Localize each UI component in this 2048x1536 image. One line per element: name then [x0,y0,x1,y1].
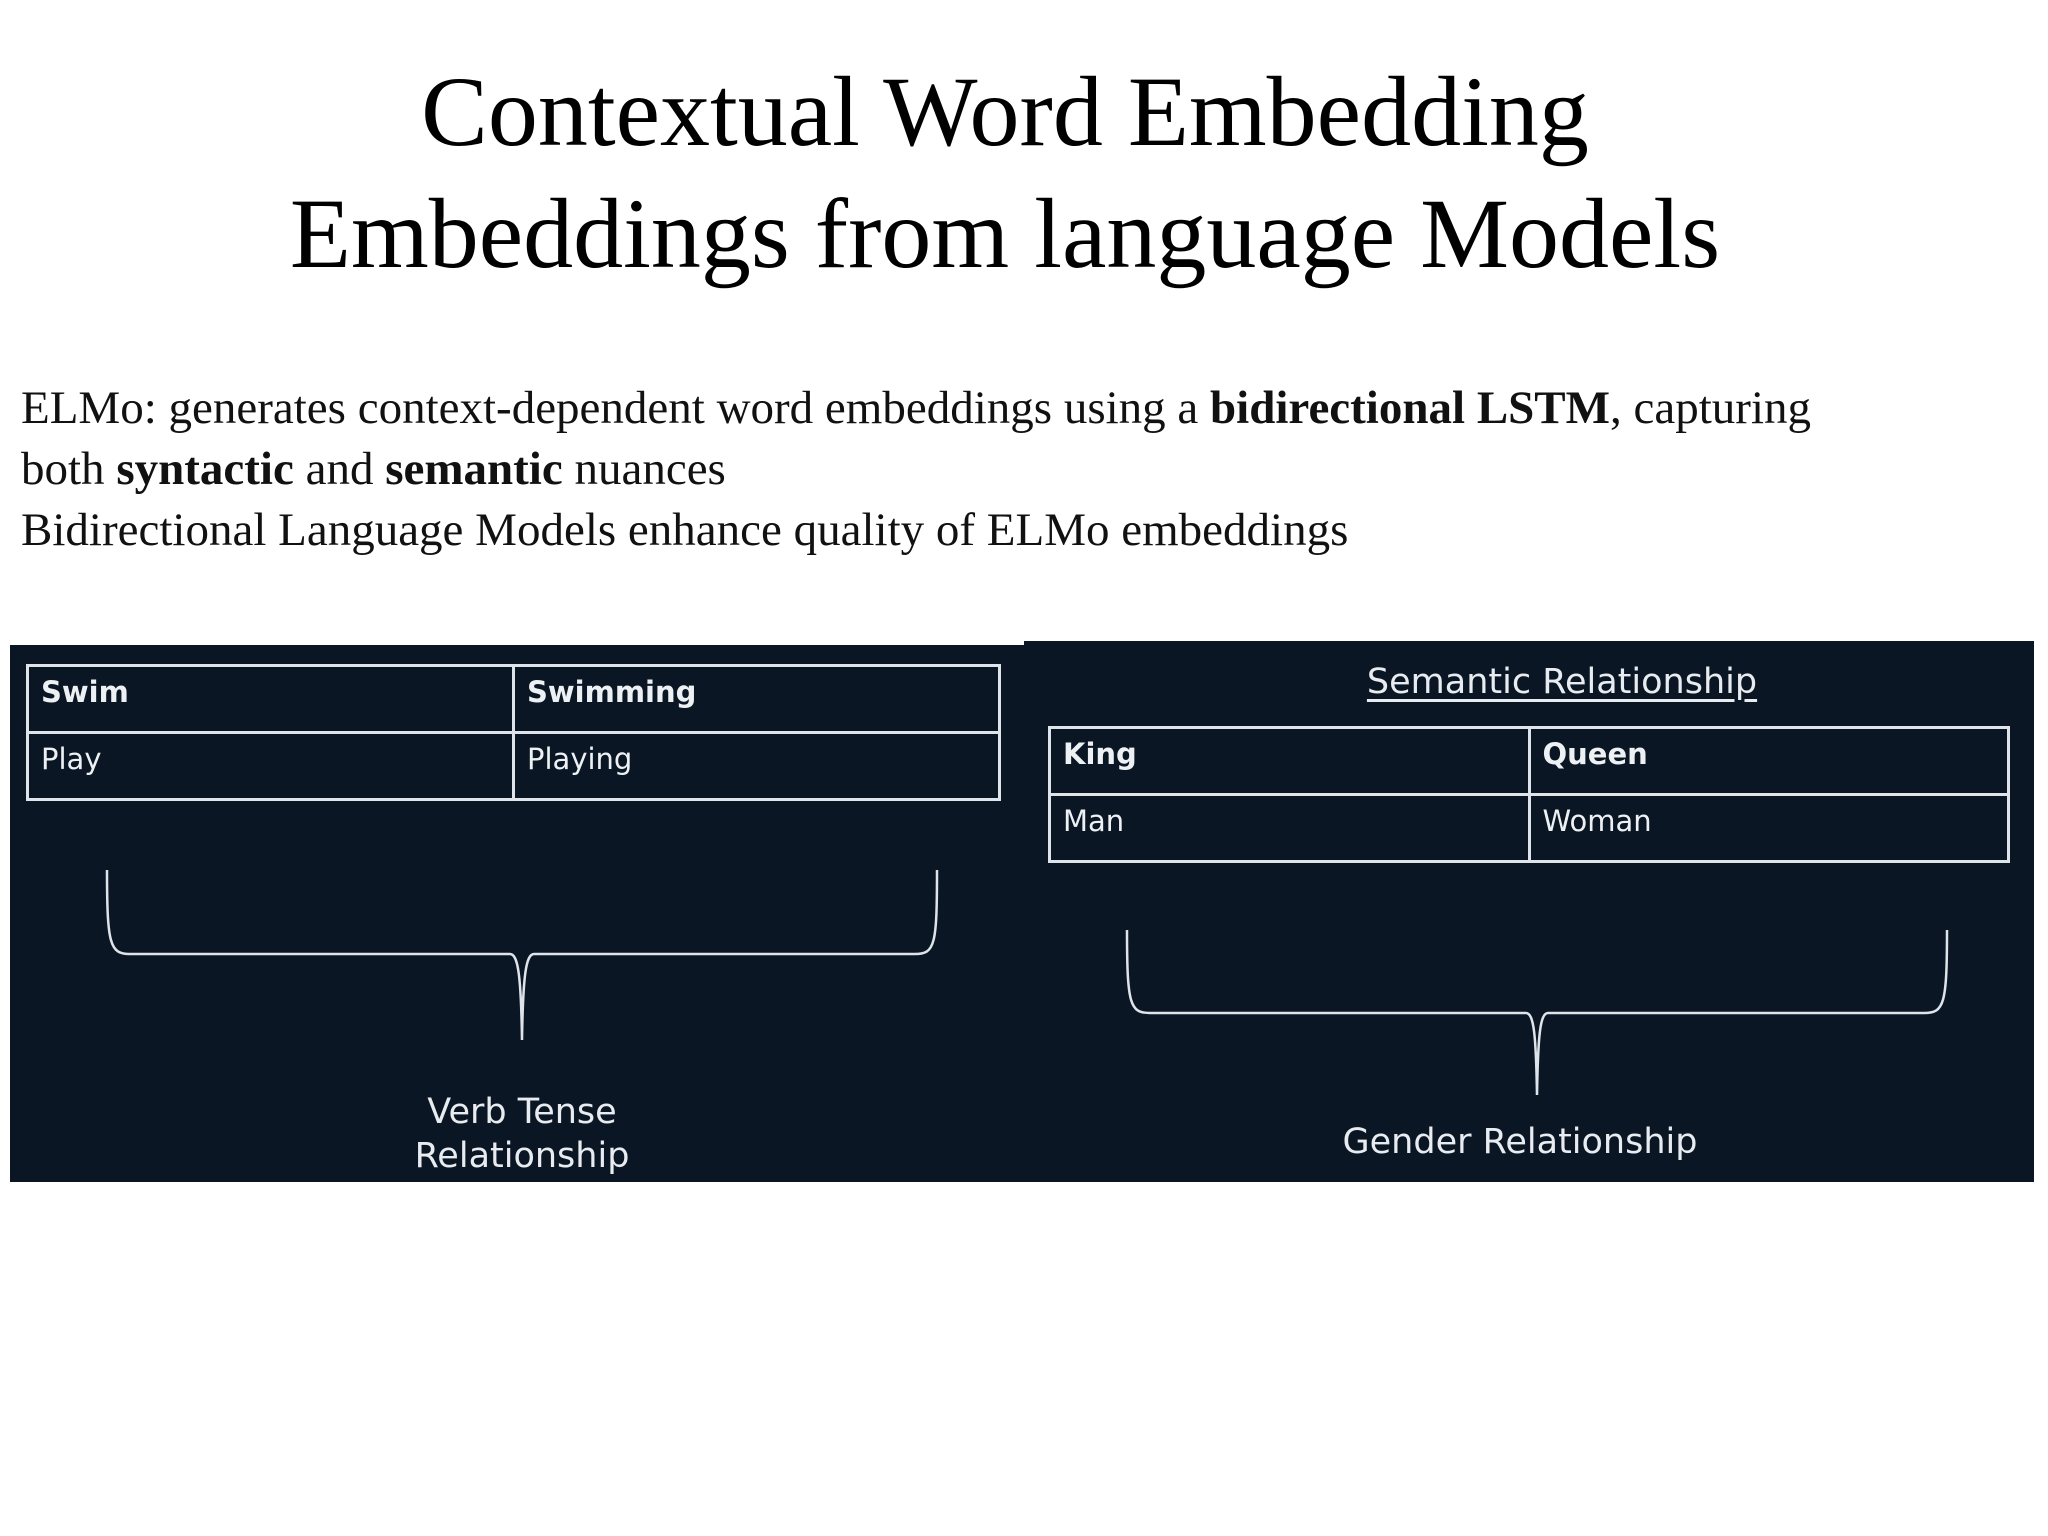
table-cell: Man [1048,793,1531,863]
text: and [293,443,386,495]
verb-tense-table: Swim Swimming Play Playing [26,664,1001,801]
table-cell: King [1048,726,1531,796]
semantic-heading: Semantic Relationship [1366,662,1758,702]
curly-brace [105,869,939,1041]
table-row: Swim Swimming [26,664,1001,734]
table-row: Man Woman [1048,793,2010,863]
label-line: Verb Tense [427,1092,617,1132]
verb-tense-label: Verb Tense Relationship [322,1090,722,1178]
table-cell: Playing [512,731,1001,801]
table-cell: Queen [1527,726,2010,796]
text: nuances [562,443,726,495]
table-cell: Play [26,731,515,801]
emphasis: bidirectional LSTM [1210,382,1611,434]
slide-title-line2: Embeddings from language Models [289,178,1721,289]
text: , capturing [1610,382,1812,434]
semantic-panel: Semantic Relationship King Queen Man Wom… [1024,641,2034,1182]
body-line-1: ELMo: generates context-dependent word e… [21,378,1811,439]
curly-brace [1125,929,1949,1096]
label-line: Relationship [414,1136,630,1176]
emphasis: semantic [385,443,563,495]
table-row: Play Playing [26,731,1001,801]
slide-body: ELMo: generates context-dependent word e… [21,378,1811,561]
table-row: King Queen [1048,726,2010,796]
slide-title-line1: Contextual Word Embedding [421,56,1589,167]
emphasis: syntactic [116,443,294,495]
table-cell: Swimming [512,664,1001,734]
table-cell: Woman [1527,793,2010,863]
verb-tense-panel: Swim Swimming Play Playing Verb Tense Re… [10,645,1024,1182]
text: both [21,443,117,495]
gender-table: King Queen Man Woman [1048,726,2010,863]
table-cell: Swim [26,664,515,734]
gender-relationship-label: Gender Relationship [1342,1122,1698,1162]
text: ELMo: generates context-dependent word e… [21,382,1211,434]
body-line-2: both syntactic and semantic nuances [21,439,1811,500]
body-line-3: Bidirectional Language Models enhance qu… [21,504,1349,556]
